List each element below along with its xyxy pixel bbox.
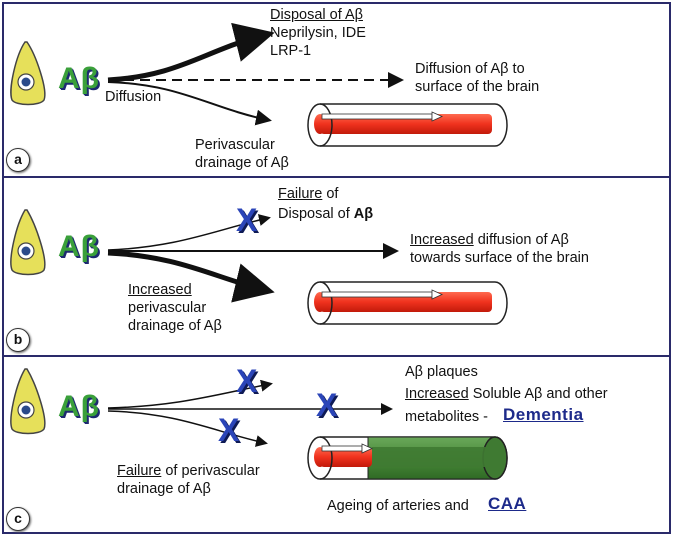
panel-a-artery (307, 103, 508, 147)
panel-c-artery (307, 436, 508, 480)
panel-c-metabolites: metabolites - (405, 409, 489, 425)
panel-b-disposal-line: Disposal of Aβ (278, 205, 373, 223)
panel-a-drain-line1: Perivascular (195, 137, 275, 153)
panel-b-drain-increased: Increased (128, 282, 192, 298)
panel-c-ageing: Ageing of arteries and (327, 498, 469, 514)
panel-c-soluble-line: Increased Soluble Aβ and other (405, 385, 608, 403)
panel-c-plaques: Aβ plaques (405, 364, 478, 380)
panel-b-disposal-prefix: Disposal of (278, 206, 354, 222)
panel-c-letter: c (6, 507, 30, 531)
panel-c-failure-word: Failure (117, 463, 162, 479)
panel-a-surface-line1: Diffusion of Aβ to (415, 61, 525, 77)
panel-a-drain-line2: drainage of Aβ (195, 155, 289, 171)
panel-b-disposal-ab: Aβ (353, 206, 374, 222)
panel-a-cell (10, 41, 46, 106)
panel-c-drain-line2: drainage of Aβ (117, 481, 211, 497)
panel-c-x-icon-upper: X (236, 363, 258, 399)
panel-b-artery (307, 281, 508, 325)
panel-b-letter: b (6, 328, 30, 352)
panel-c-x-icon-middle: X (316, 387, 338, 423)
panel-a-disposal-receptor: LRP-1 (270, 43, 312, 59)
panel-c-soluble-rest: Soluble Aβ and other (468, 386, 608, 402)
panel-c-dementia: Dementia (503, 405, 584, 424)
panel-c-increased-word: Increased (405, 386, 469, 402)
panel-divider-ab (2, 176, 671, 178)
panel-b-failure-rest: of (322, 186, 339, 202)
panel-a-letter: a (6, 148, 30, 172)
panel-c-caa: CAA (488, 494, 527, 513)
panel-b-failure-line: Failure of (278, 185, 338, 203)
panel-c-cell (10, 368, 46, 435)
panel-b-abeta-label: Aβ (58, 230, 100, 263)
panel-b-surface-line2: towards surface of the brain (410, 250, 589, 266)
panel-b-failure-word: Failure (278, 186, 323, 202)
panel-a-abeta-label: Aβ (58, 62, 100, 95)
panel-b-surface-rest: diffusion of Aβ (473, 232, 569, 248)
panel-c-failure-line: Failure of perivascular (117, 462, 260, 480)
panel-b-surface-line1: Increased diffusion of Aβ (410, 231, 569, 249)
panel-a-diffusion-label: Diffusion (105, 89, 162, 105)
panel-a-disposal-title: Disposal of Aβ (270, 7, 363, 23)
panel-b-cell (10, 209, 46, 276)
panel-b-increased-word: Increased (410, 232, 474, 248)
panel-divider-bc (2, 355, 671, 357)
panel-b-x-icon: X (236, 202, 258, 238)
panel-c-abeta-label: Aβ (58, 390, 100, 423)
panel-c-failure-rest: of perivascular (161, 463, 260, 479)
panel-b-drain-line3: drainage of Aβ (128, 318, 222, 334)
panel-c-x-icon-lower: X (218, 412, 240, 448)
panel-a-surface-line2: surface of the brain (415, 79, 540, 95)
panel-b-drain-line2: perivascular (128, 300, 207, 316)
panel-a-disposal-enzymes: Neprilysin, IDE (270, 25, 366, 41)
